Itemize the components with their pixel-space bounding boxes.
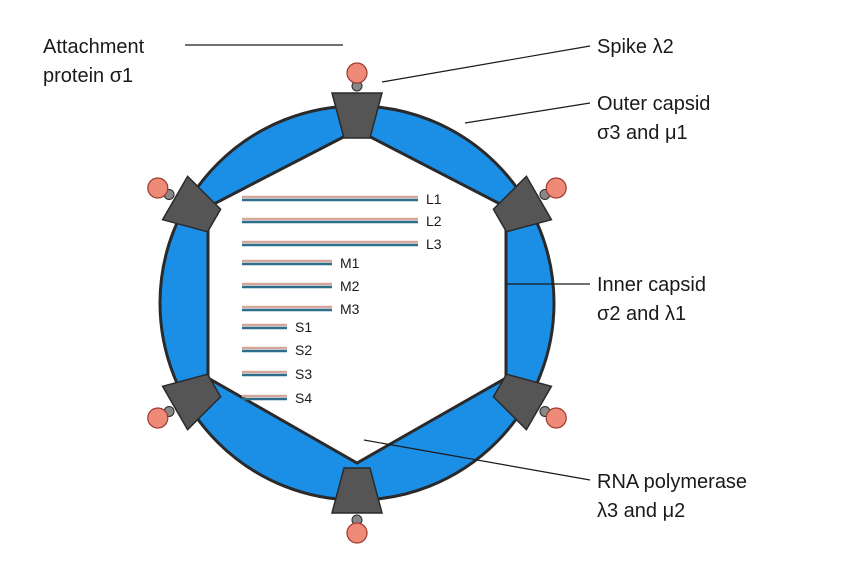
outer-capsid-leader-line <box>464 102 591 124</box>
segment-label-s2: S2 <box>295 342 312 358</box>
attachment-label-line2: protein σ1 <box>43 65 133 87</box>
segment-label-m3: M3 <box>340 301 360 317</box>
inner-capsid-label-line1: Inner capsid <box>597 274 706 296</box>
spike-label: Spike λ2 <box>597 36 674 58</box>
segment-label-l2: L2 <box>426 213 442 229</box>
segment-label-m2: M2 <box>340 278 360 294</box>
spikes-group <box>147 62 567 544</box>
segment-label-s1: S1 <box>295 319 312 335</box>
segment-label-s4: S4 <box>295 390 312 406</box>
attachment-protein-sigma1-1 <box>346 62 368 84</box>
attachment-label-line1: Attachment <box>43 36 145 58</box>
spike-leader-line <box>381 45 591 83</box>
spike-lambda2-6 <box>161 175 222 233</box>
spike-lambda2-5 <box>161 373 222 431</box>
segment-label-l3: L3 <box>426 236 442 252</box>
spike-lambda2-3 <box>492 373 553 431</box>
outer-capsid-label-line2: σ3 and μ1 <box>597 122 688 144</box>
spike-lambda2-4 <box>331 467 383 514</box>
polymerase-leader-line <box>363 439 591 481</box>
segment-label-l1: L1 <box>426 191 442 207</box>
attachment-protein-sigma1-4 <box>346 522 368 544</box>
segment-label-s3: S3 <box>295 366 312 382</box>
polymerase-label-line1: RNA polymerase <box>597 471 747 493</box>
attachment-protein-sigma1-5 <box>147 407 169 429</box>
segment-label-m1: M1 <box>340 255 360 271</box>
inner-capsid-label-line2: σ2 and λ1 <box>597 303 686 325</box>
attachment-protein-sigma1-3 <box>545 407 567 429</box>
outer-capsid-label-line1: Outer capsid <box>597 93 710 115</box>
attachment-protein-sigma1-6 <box>147 177 169 199</box>
spike-lambda2-2 <box>492 175 553 233</box>
polymerase-label-line2: λ3 and μ2 <box>597 500 685 522</box>
spike-lambda2-1 <box>331 92 383 139</box>
attachment-protein-sigma1-2 <box>545 177 567 199</box>
